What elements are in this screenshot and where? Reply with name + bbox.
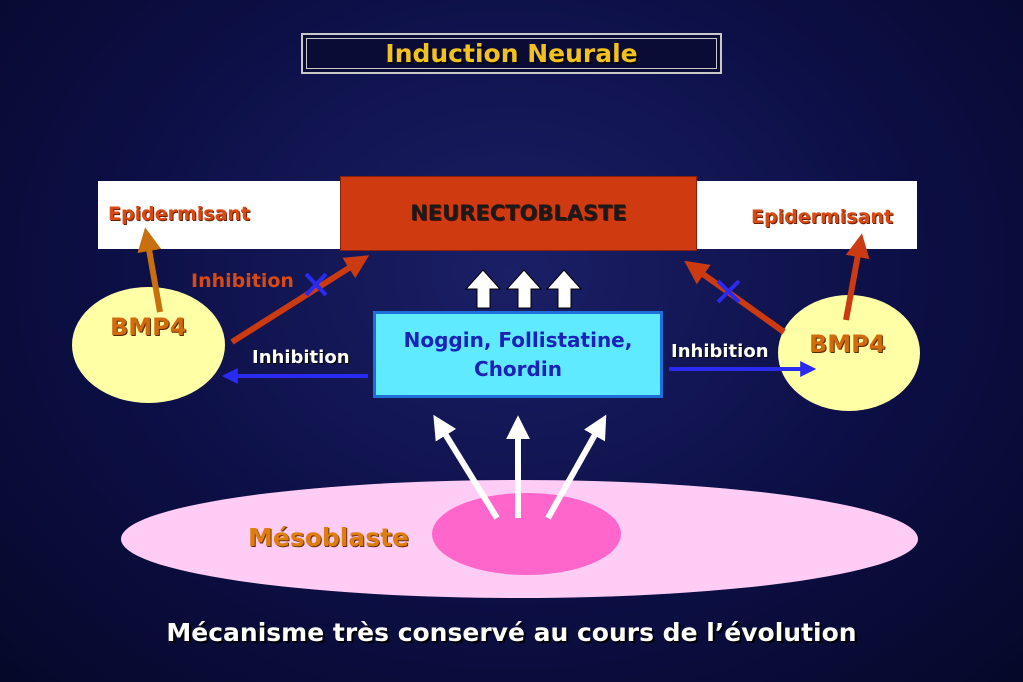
factors-line-1: Noggin, Follistatine, xyxy=(403,327,633,352)
block-cross-left-icon xyxy=(304,272,328,297)
factors-box: Noggin, Follistatine, Chordin xyxy=(373,311,663,398)
inhibition-left-label: Inhibition xyxy=(252,347,350,368)
factors-line-2: Chordin xyxy=(474,356,562,381)
upward-arrows-icon xyxy=(464,269,583,309)
mesoblaste-core xyxy=(432,493,621,575)
epidermisant-left-label: Epidermisant xyxy=(108,203,250,225)
bmp4-right-to-epidermisant-arrow xyxy=(843,233,870,321)
bmp4-left-to-neuro-arrow xyxy=(230,255,370,345)
neurectoblaste-box: NEURECTOBLASTE xyxy=(340,176,697,251)
meso-arrow-right xyxy=(545,414,607,520)
bmp4-left-label: BMP4 xyxy=(110,313,187,341)
inhibition-red-label: Inhibition xyxy=(191,270,294,292)
footer-caption: Mécanisme très conservé au cours de l’év… xyxy=(166,618,857,647)
page-title: Induction Neurale xyxy=(306,38,717,69)
epidermisant-right-label: Epidermisant xyxy=(751,206,893,228)
bmp4-left-cell xyxy=(72,287,225,403)
meso-arrow-left xyxy=(433,414,500,520)
mesoblaste-label: Mésoblaste xyxy=(248,523,410,552)
title-frame: Induction Neurale xyxy=(301,33,722,74)
inhibition-right-label: Inhibition xyxy=(671,341,769,362)
bmp4-right-label: BMP4 xyxy=(809,330,886,358)
bmp4-left-to-epidermisant-arrow xyxy=(137,227,163,313)
block-cross-right-icon xyxy=(716,279,741,304)
